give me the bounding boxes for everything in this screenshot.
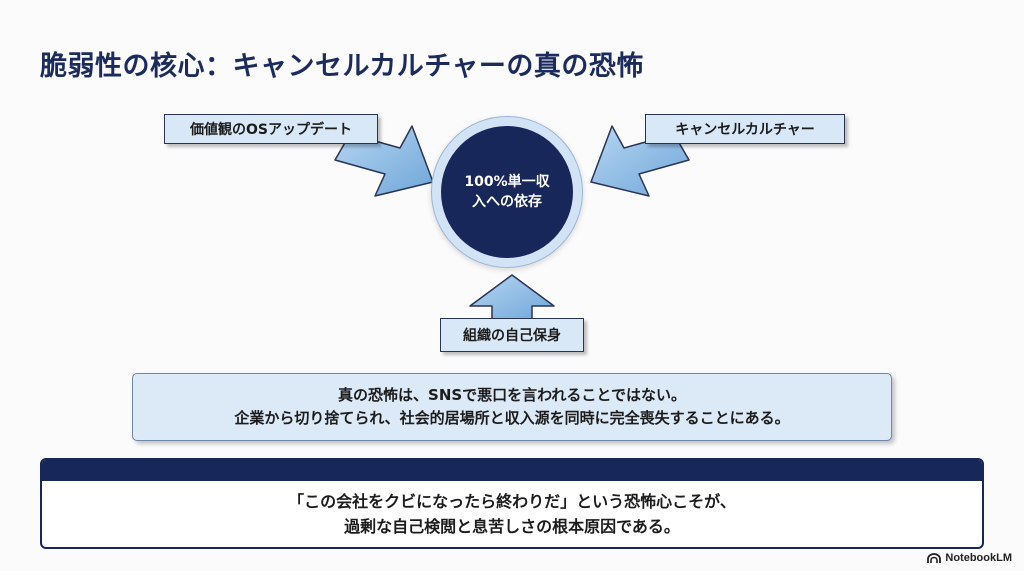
notebooklm-logo-icon <box>927 552 942 563</box>
notebooklm-logo: NotebookLM <box>927 552 1012 564</box>
conclusion-header-bar <box>42 460 982 481</box>
conclusion-box: 「この会社をクビになったら終わりだ」という恐怖心こそが、 過剰な自己検閲と息苦し… <box>40 458 984 549</box>
statement-line2: 企業から切り捨てられ、社会的居場所と収入源を同時に完全喪失することにある。 <box>234 409 790 427</box>
conclusion-body: 「この会社をクビになったら終わりだ」という恐怖心こそが、 過剰な自己検閲と息苦し… <box>42 481 982 547</box>
page-title: 脆弱性の核心：キャンセルカルチャーの真の恐怖 <box>40 51 644 82</box>
center-circle: 100%単一収 入への依存 <box>441 126 573 258</box>
label-organizational-self-protection: 組織の自己保身 <box>440 318 584 352</box>
conclusion-line1: 「この会社をクビになったら終わりだ」という恐怖心こそが、 <box>288 492 736 511</box>
label-values-os-update: 価値観のOSアップデート <box>164 114 378 144</box>
statement-line1: 真の恐怖は、SNSで悪口を言われることではない。 <box>338 386 686 404</box>
conclusion-line2: 過剰な自己検閲と息苦しさの根本原因である。 <box>344 517 680 536</box>
bottom-arrow <box>469 274 555 321</box>
statement-box: 真の恐怖は、SNSで悪口を言われることではない。 企業から切り捨てられ、社会的居… <box>132 373 892 441</box>
label-cancel-culture: キャンセルカルチャー <box>645 114 845 144</box>
center-text-line2: 入への依存 <box>472 194 542 210</box>
center-text-line1: 100%単一収 <box>464 174 550 190</box>
logo-text: NotebookLM <box>945 552 1012 564</box>
